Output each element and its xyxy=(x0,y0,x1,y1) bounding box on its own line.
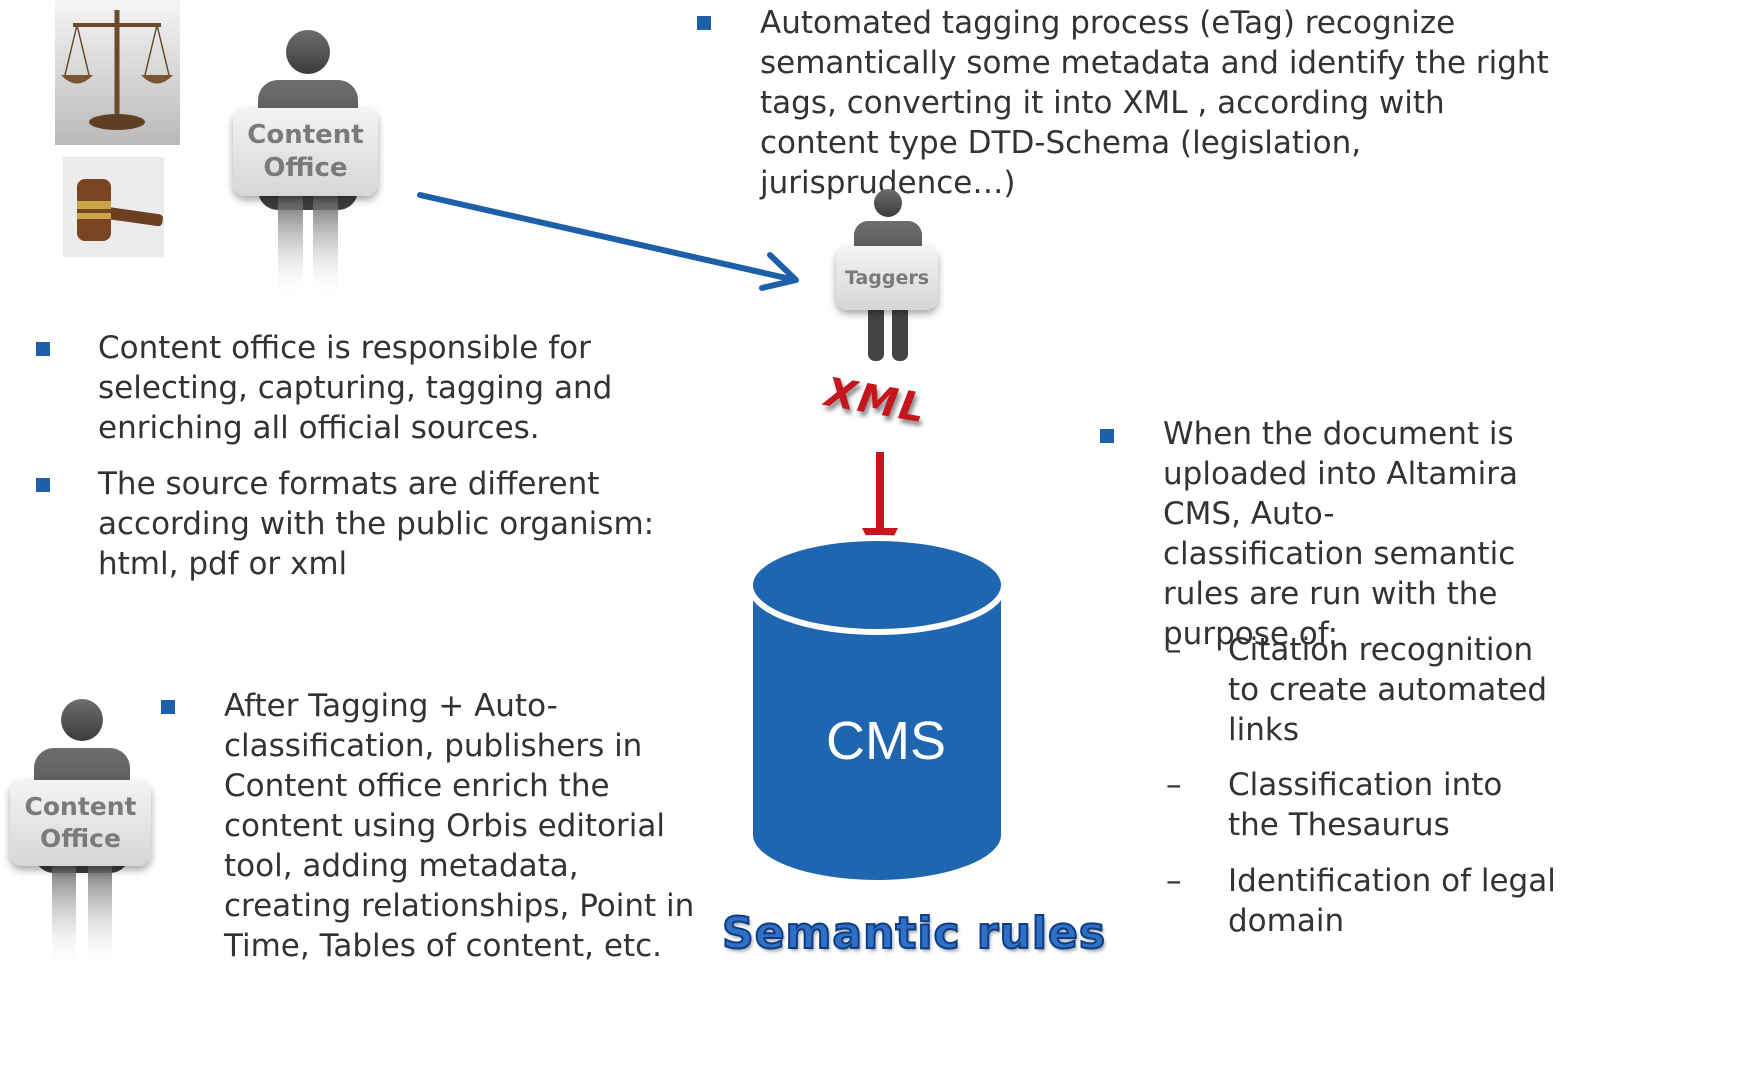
auto-classification-description: When the document is uploaded into Altam… xyxy=(1163,416,1518,652)
dash-marker: – xyxy=(1166,632,1182,668)
cms-label: CMS xyxy=(826,711,946,771)
dash-marker: – xyxy=(1166,767,1182,803)
taggers-sign: Taggers xyxy=(836,246,938,310)
content-office-sign: Content Office xyxy=(233,108,378,196)
flow-arrow-to-taggers xyxy=(417,192,799,291)
source-formats-description: The source formats are different accordi… xyxy=(98,466,655,582)
gavel-image xyxy=(63,157,164,257)
xml-graphic: XML xyxy=(821,369,931,433)
sign-line-1: Content xyxy=(247,120,364,150)
taggers-sign-label: Taggers xyxy=(844,267,930,289)
dash-marker: – xyxy=(1166,863,1182,899)
bullet-marker xyxy=(697,16,711,30)
sign-line-1: Content xyxy=(24,792,137,821)
sub-item-thesaurus: Classification into the Thesaurus xyxy=(1228,767,1503,843)
enrichment-description: After Tagging + Auto-classification, pub… xyxy=(224,688,695,964)
sign-line-2: Office xyxy=(40,824,121,853)
etag-description: Automated tagging process (eTag) recogni… xyxy=(760,5,1549,201)
sub-item-citation: Citation recognition to create automated… xyxy=(1228,632,1548,748)
sign-line-2: Office xyxy=(263,153,348,183)
semantic-rules-label: Semantic rules xyxy=(721,907,1107,960)
sub-item-legal-domain: Identification of legal domain xyxy=(1228,863,1556,939)
bullet-marker xyxy=(36,342,50,356)
content-office-sign-bottom: Content Office xyxy=(10,780,151,866)
scales-of-justice-image xyxy=(55,0,180,145)
bullet-marker xyxy=(36,478,50,492)
cms-database-cylinder xyxy=(747,535,1007,886)
bullet-marker xyxy=(161,700,175,714)
content-office-description: Content office is responsible for select… xyxy=(98,330,613,446)
bullet-marker xyxy=(1100,429,1114,443)
